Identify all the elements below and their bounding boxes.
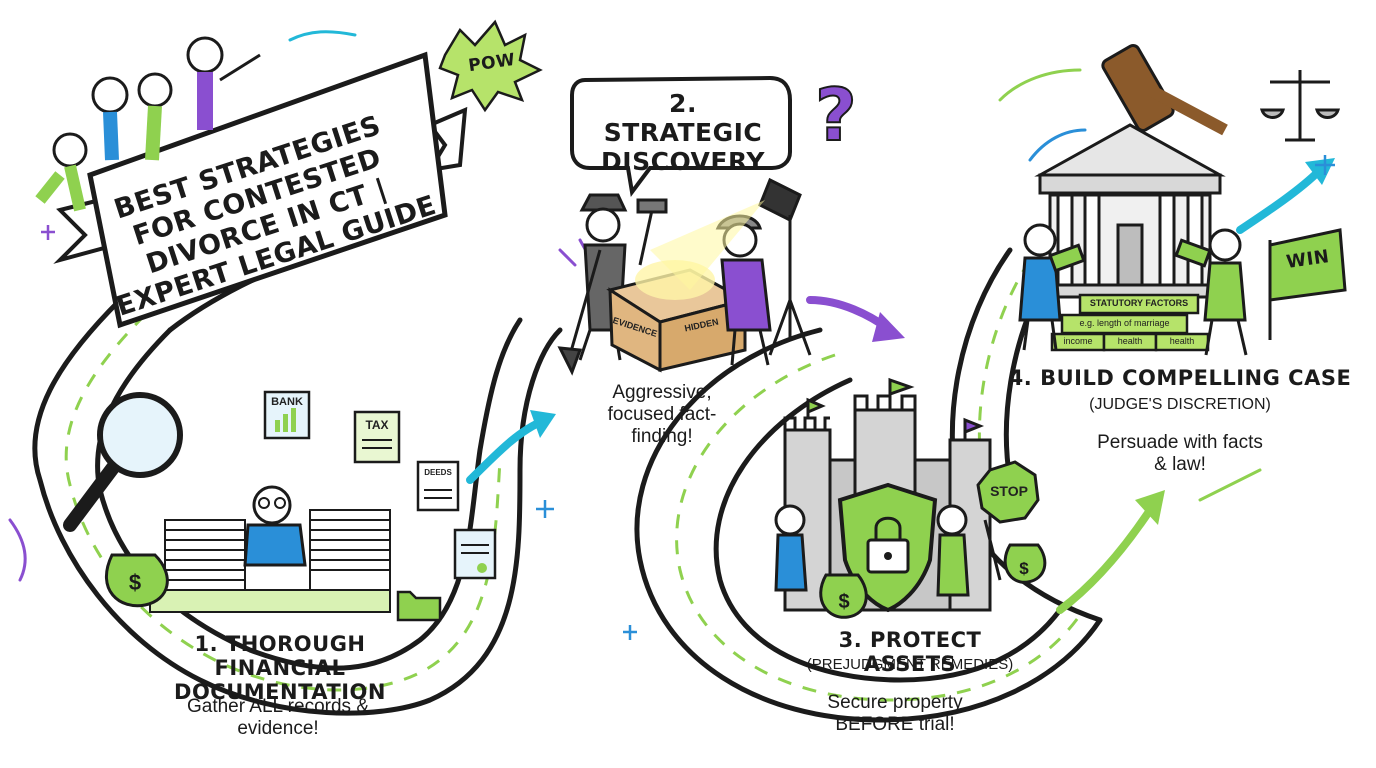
step4-title: 4. BUILD COMPELLING CASE [1008,366,1352,390]
factor-income: income [1063,336,1093,346]
gavel-icon [1101,44,1228,136]
stop-sign-label: STOP [990,483,1028,499]
factor-blocks [1050,293,1210,352]
stop-sign-icon [976,460,1040,524]
bank-doc-label: BANK [271,396,303,408]
speech-bubble [570,75,792,197]
bank-doc-icon [263,390,311,440]
pow-burst [438,19,543,113]
deeds-doc-label: DEEDS [424,468,452,477]
flow-arrows [466,158,1335,614]
hammer-icon [636,198,668,266]
doc-icon [453,528,497,580]
deeds-doc-icon [416,460,460,512]
money-bag-icon: $ [1003,543,1047,584]
win-flag-icon [1268,228,1347,340]
factors-example: e.g. length of marriage [1079,318,1170,328]
money-bag-icon: $ [819,573,868,619]
courthouse [1028,123,1232,299]
step4-subtitle: (JUDGE'S DISCRETION) [1089,396,1271,413]
tax-doc-label: TAX [365,418,389,432]
shield-lock-icon [837,482,938,613]
evidence-box [606,260,750,373]
step4-caption: Persuade with facts & law! [1097,432,1263,475]
svg-text:$: $ [129,570,141,595]
factor-health-2: health [1169,336,1195,346]
factors-header: STATUTORY FACTORS [1089,298,1189,308]
factor-health: health [1117,336,1143,346]
step3-caption: Secure property BEFORE trial! [827,692,963,735]
person-with-glasses [243,485,307,567]
title-banner [53,51,468,329]
svg-text:$: $ [1019,559,1029,578]
folder-icon [396,590,442,622]
cheering-people [35,36,261,212]
question-mark-icon: ? [814,72,858,158]
step3-subtitle: (PREJUDGMENT REMEDIES) [806,656,1014,673]
tax-doc-icon [353,410,401,464]
scales-icon [1259,70,1341,142]
step1-caption: Gather ALL records & evidence! [186,696,369,739]
step2-title: 2. STRATEGIC DISCOVERY [601,89,765,176]
sparkle-icons [41,155,1335,640]
guard-figures [774,504,1002,597]
step2-caption: Aggressive, focused fact-finding! [607,382,717,447]
money-bag-icon: $ [105,553,169,608]
svg-text:$: $ [838,591,849,613]
step3-title: 3. PROTECT ASSETS [838,628,982,677]
step1-title: 1. THOROUGH FINANCIAL DOCUMENTATION [174,632,386,705]
spotlight-icon [650,177,812,356]
svg-text:?: ? [815,73,857,157]
magnifying-glass-icon [63,392,183,532]
lawyer-figures [1018,223,1248,356]
